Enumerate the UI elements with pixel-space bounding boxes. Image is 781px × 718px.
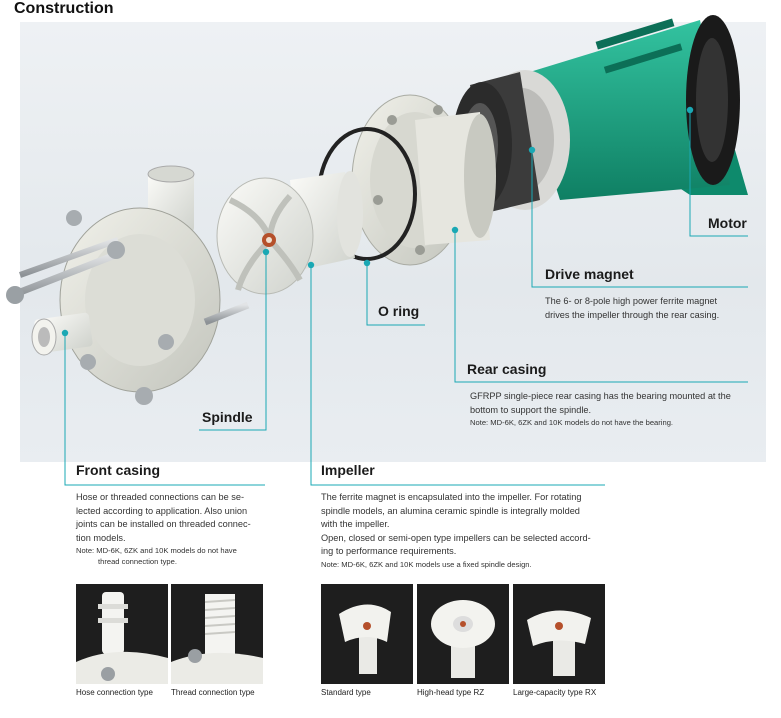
impeller-desc-line: The ferrite magnet is encapsulated into …: [321, 491, 621, 505]
high-head-impeller-photo: [417, 584, 509, 684]
label-spindle: Spindle: [202, 409, 253, 425]
impeller-description: The ferrite magnet is encapsulated into …: [321, 491, 621, 570]
impeller-note: Note: MD-6K, 6ZK and 10K models use a fi…: [321, 559, 621, 570]
label-impeller: Impeller: [321, 462, 375, 478]
label-front-casing: Front casing: [76, 462, 160, 478]
front-casing-desc-line: joints can be installed on threaded conn…: [76, 518, 276, 532]
drive-magnet-description: The 6- or 8-pole high power ferrite magn…: [545, 295, 760, 322]
impeller-desc-line: spindle models, an alumina ceramic spind…: [321, 505, 621, 519]
caption-large-capacity: Large-capacity type RX: [513, 688, 596, 697]
thread-connection-photo: [171, 584, 263, 684]
front-casing-note: Note: MD-6K, 6ZK and 10K models do not h…: [76, 545, 276, 556]
rear-casing-description: GFRPP single-piece rear casing has the b…: [470, 390, 760, 428]
label-drive-magnet: Drive magnet: [545, 266, 634, 282]
front-casing-description: Hose or threaded connections can be se- …: [76, 491, 276, 567]
front-casing-desc-line: tion models.: [76, 532, 276, 546]
rear-casing-note: Note: MD-6K, 6ZK and 10K models do not h…: [470, 417, 760, 428]
front-casing-desc-line: Hose or threaded connections can be se-: [76, 491, 276, 505]
rear-casing-desc-line: bottom to support the spindle.: [470, 404, 760, 418]
rear-casing-illustration: [352, 95, 496, 265]
front-casing-note: thread connection type.: [76, 556, 276, 567]
impeller-desc-line: Open, closed or semi-open type impellers…: [321, 532, 621, 546]
caption-standard: Standard type: [321, 688, 371, 697]
rear-casing-desc-line: GFRPP single-piece rear casing has the b…: [470, 390, 760, 404]
large-capacity-impeller-photo: [513, 584, 605, 684]
front-casing-desc-line: lected according to application. Also un…: [76, 505, 276, 519]
caption-thread: Thread connection type: [171, 688, 255, 697]
drive-magnet-desc-line: drives the impeller through the rear cas…: [545, 309, 760, 323]
drive-magnet-desc-line: The 6- or 8-pole high power ferrite magn…: [545, 295, 760, 309]
label-motor: Motor: [708, 215, 747, 231]
front-casing-illustration: [6, 166, 248, 405]
hose-connection-photo: [76, 584, 168, 684]
impeller-illustration: [217, 171, 363, 294]
label-rear-casing: Rear casing: [467, 361, 546, 377]
impeller-desc-line: with the impeller.: [321, 518, 621, 532]
caption-hose: Hose connection type: [76, 688, 153, 697]
label-o-ring: O ring: [378, 303, 419, 319]
caption-high-head: High-head type RZ: [417, 688, 484, 697]
standard-impeller-photo: [321, 584, 413, 684]
impeller-desc-line: ing to performance requirements.: [321, 545, 621, 559]
